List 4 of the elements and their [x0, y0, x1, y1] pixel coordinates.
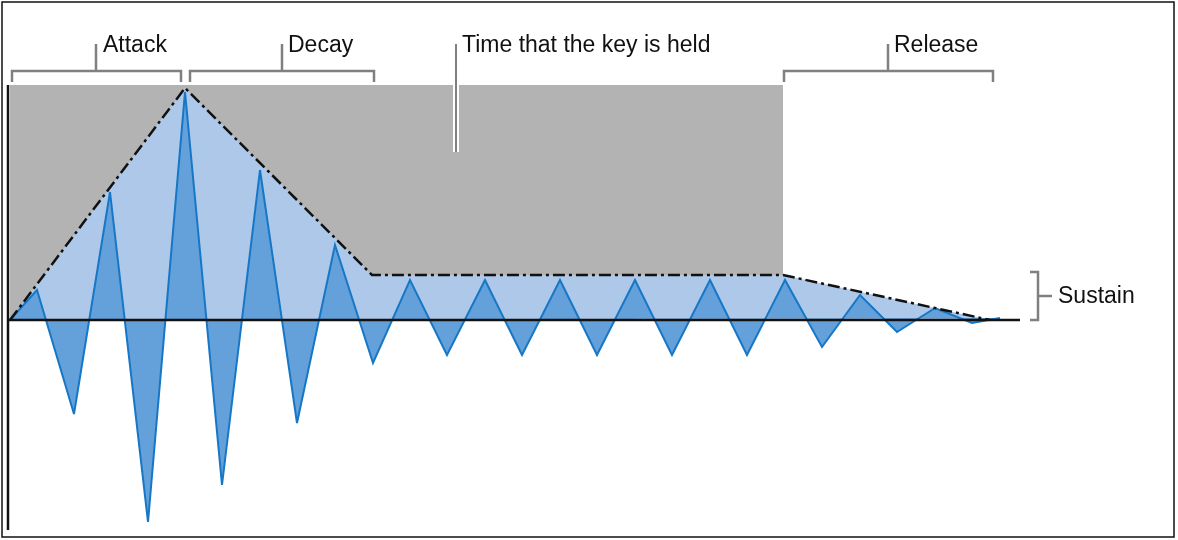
- phase-label: Decay: [288, 30, 354, 58]
- phase-label: Sustain: [1058, 281, 1135, 309]
- phase-label: Attack: [103, 30, 167, 58]
- phase-label: Release: [894, 30, 979, 58]
